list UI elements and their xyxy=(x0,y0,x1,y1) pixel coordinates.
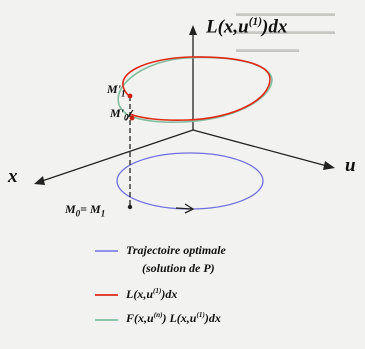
point-m0-m1 xyxy=(127,204,133,210)
x-axis-arrowhead xyxy=(34,176,45,185)
trajectory-direction-arrow xyxy=(175,203,195,214)
legend-blue-line1: Trajectoire optimale xyxy=(126,243,226,257)
background-scan-text: ▬▬▬▬▬▬▬ xyxy=(236,44,299,54)
legend-green-label: F(x,u(n)) L(x,u(1))dx xyxy=(126,311,221,325)
point-m1-prime xyxy=(127,93,133,99)
u-axis xyxy=(192,129,328,167)
vertical-axis-arrowhead xyxy=(189,25,197,35)
x-axis xyxy=(41,129,194,182)
u-axis-arrowhead xyxy=(323,161,335,170)
vertical-axis-label: L(x,u(1))dx xyxy=(206,16,288,38)
u-axis-label: u xyxy=(345,155,356,176)
background-scan-text: ▬▬▬▬▬▬▬▬▬▬▬ xyxy=(236,26,335,36)
m0-prime-label: M'0 xyxy=(110,106,129,123)
m0-equals-m1-label: M0= M1 xyxy=(65,202,106,219)
legend-red-label: L(x,u(1))dx xyxy=(126,287,178,301)
optimal-trajectory-curve xyxy=(116,152,264,210)
legend-blue-line2: (solution de P) xyxy=(142,261,215,275)
weighted-lagrangian-curve xyxy=(117,56,273,123)
x-axis-label: x xyxy=(8,166,18,187)
point-m0-prime xyxy=(129,115,135,121)
lagrangian-curve xyxy=(122,56,271,121)
m1-prime-label: M'1 xyxy=(107,82,126,99)
projection-tick xyxy=(125,109,134,121)
background-scan-text: ▬▬▬▬▬▬▬▬▬▬▬ xyxy=(236,8,335,18)
